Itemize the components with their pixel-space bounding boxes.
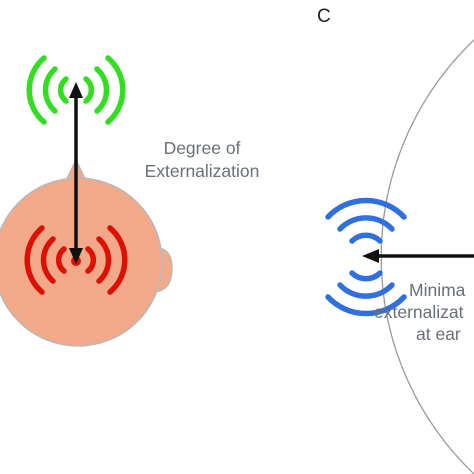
minimal-label-line-1: Minima [409, 280, 466, 300]
panel-c: C Minima externalizat at ear [317, 6, 474, 474]
head [0, 177, 163, 347]
minimal-label-line-3: at ear [416, 324, 461, 344]
ear-arrow [362, 249, 474, 263]
head-panel: Degree of Externalization [0, 55, 260, 347]
externalization-arrow [69, 82, 83, 264]
degree-label-line-2: Externalization [145, 161, 260, 181]
degree-label-line-1: Degree of [164, 138, 241, 158]
red-sound-waves-icon [24, 225, 128, 295]
minimal-label-line-2: externalizat [374, 302, 464, 322]
panel-letter-c: C [317, 6, 331, 27]
blue-sound-waves-icon [325, 197, 407, 317]
green-sound-waves-icon [26, 55, 126, 125]
